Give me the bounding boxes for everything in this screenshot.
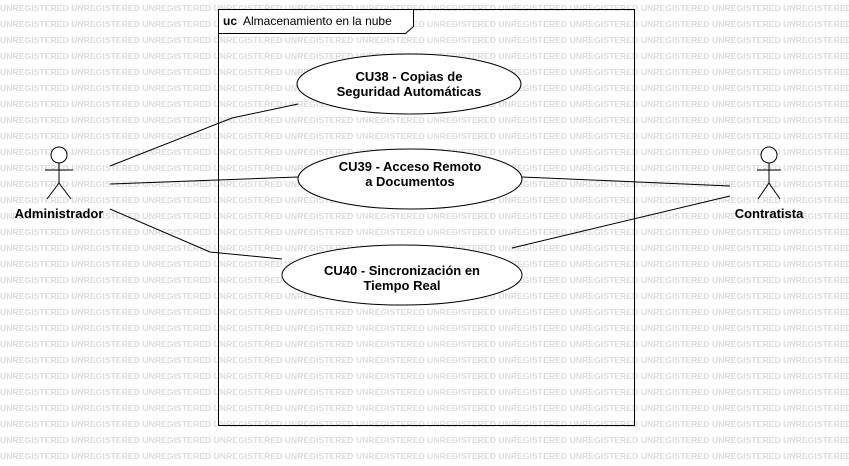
use-case-cu38[interactable]: CU38 - Copias de Seguridad Automáticas	[296, 53, 522, 115]
association-contratista-cu39[interactable]	[521, 176, 731, 187]
use-case-ellipse	[296, 53, 522, 115]
use-case-label-line-1: CU40 - Sincronización en	[324, 263, 480, 278]
association-contratista-cu40[interactable]	[511, 195, 731, 249]
stick-figure-icon	[757, 146, 781, 200]
use-case-label-line-2: Tiempo Real	[363, 278, 440, 293]
frame-keyword: uc	[223, 14, 237, 28]
use-case-label-line-1: CU38 - Copias de	[356, 69, 463, 84]
associations	[109, 103, 731, 260]
frame-tab	[218, 9, 414, 34]
actor-administrador[interactable]: Administrador	[15, 146, 104, 221]
association-admin-cu39[interactable]	[109, 176, 299, 185]
use-case-cu40[interactable]: CU40 - Sincronización en Tiempo Real	[281, 244, 523, 306]
association-admin-cu40[interactable]	[109, 208, 283, 260]
actor-label: Administrador	[15, 206, 104, 221]
actor-label: Contratista	[735, 206, 804, 221]
use-case-cu39[interactable]: CU39 - Acceso Remoto a Documentos	[297, 148, 523, 210]
system-boundary[interactable]: uc Almacenamiento en la nube	[218, 9, 635, 426]
stick-figure-icon	[45, 146, 73, 200]
use-case-ellipse	[281, 244, 523, 306]
use-case-label-line-2: a Documentos	[365, 174, 455, 189]
use-case-label-line-2: Seguridad Automáticas	[337, 84, 482, 99]
use-case-ellipse	[297, 148, 523, 210]
use-case-label-line-1: CU39 - Acceso Remoto	[339, 159, 482, 174]
association-admin-cu38[interactable]	[109, 103, 299, 167]
frame-title: Almacenamiento en la nube	[243, 14, 392, 28]
system-boundary-rect	[218, 9, 635, 426]
actor-contratista[interactable]: Contratista	[735, 146, 804, 221]
